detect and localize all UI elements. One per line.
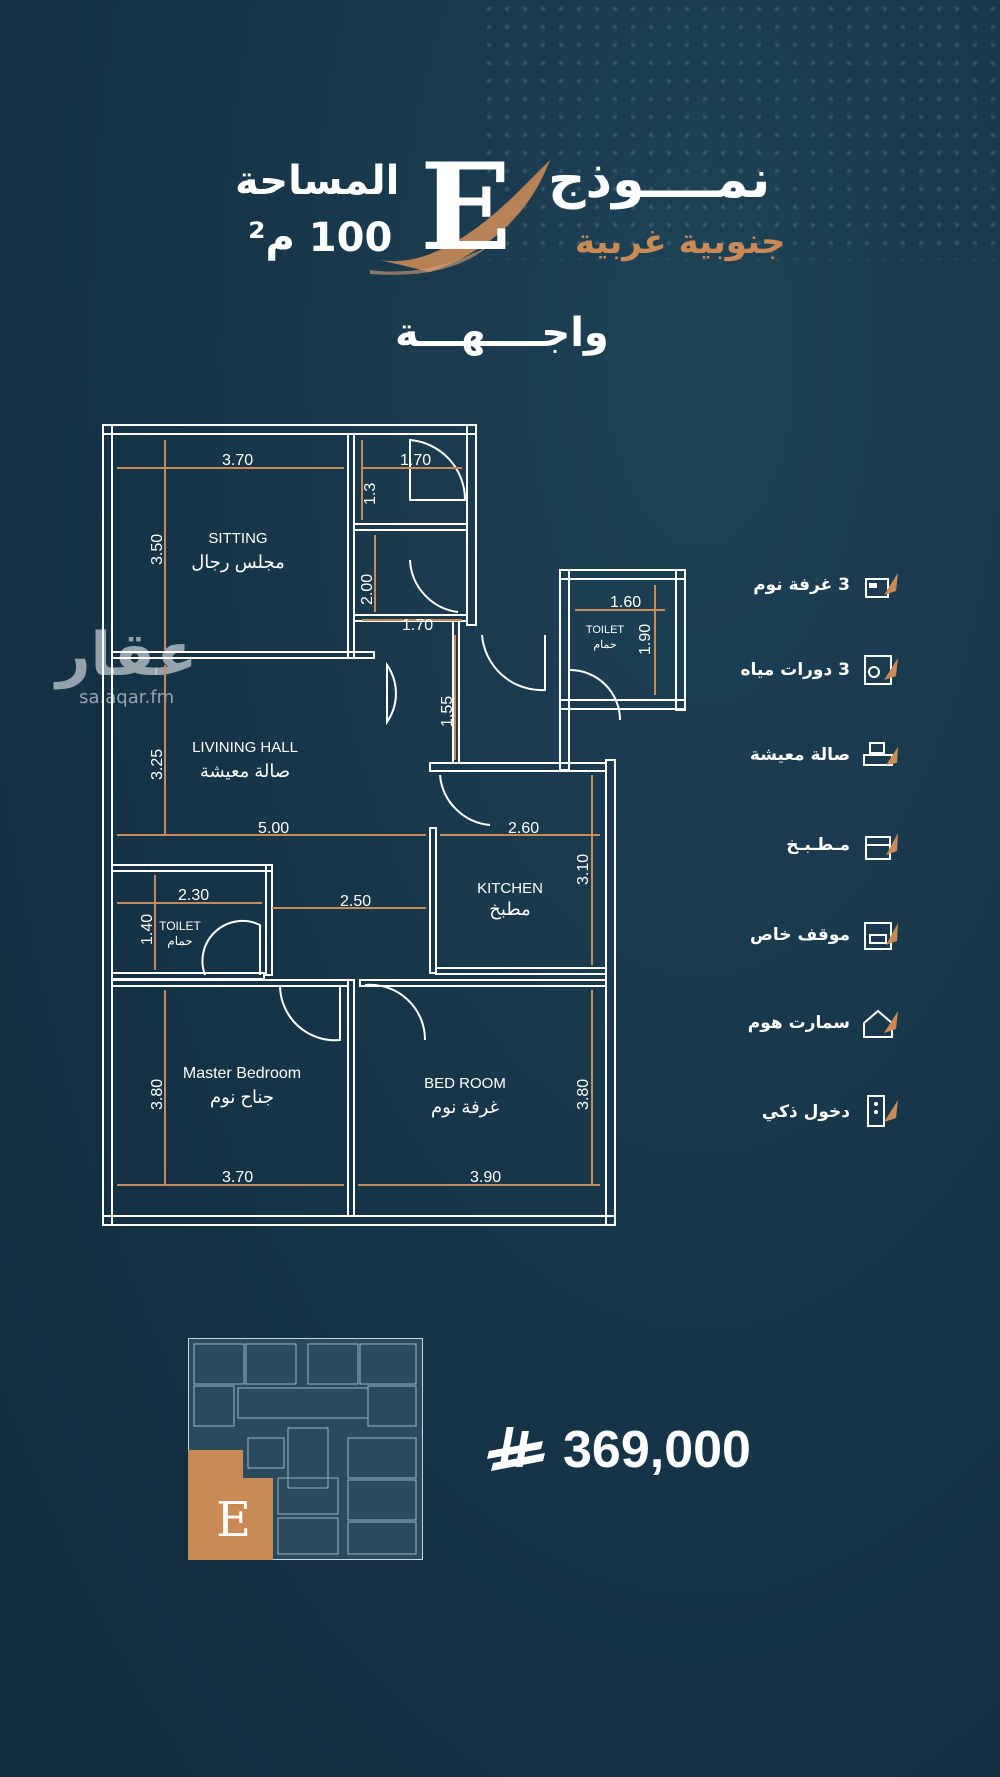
kitchen-icon	[865, 833, 898, 860]
price-value: 369,000	[563, 1421, 751, 1479]
model-word: نمــــوذج	[548, 150, 771, 210]
area-label: المساحة	[235, 158, 400, 204]
dim-label: 3.70	[222, 1169, 253, 1186]
feature-bedrooms: 3 غرفة نوم	[753, 565, 900, 605]
room-ar-label: صالة معيشة	[200, 761, 290, 781]
dim-label: 1.60	[610, 594, 641, 611]
smart-home-icon	[863, 1009, 898, 1038]
room-ar-label: حمام	[167, 934, 192, 948]
dim-label: 1.55	[439, 696, 456, 727]
dim-label: 2.00	[359, 574, 376, 605]
feature-smart-entry: دخول ذكي	[762, 1092, 900, 1132]
direction-label: جنوبية غربية	[575, 222, 786, 262]
room-ar-label: حمام	[593, 639, 616, 651]
room-ar-label: غرفة نوم	[431, 1097, 499, 1118]
room-en-label: TOILET	[159, 919, 201, 933]
room-ar-label: جناح نوم	[210, 1087, 274, 1108]
model-letter: E	[420, 137, 512, 278]
dim-label: 5.00	[258, 820, 289, 837]
room-en-label: KITCHEN	[477, 880, 543, 897]
bed-icon	[865, 573, 898, 598]
smart-entry-icon	[867, 1095, 898, 1127]
sofa-icon	[863, 742, 898, 766]
room-en-label: SITTING	[208, 530, 267, 547]
dim-label: 2.50	[340, 893, 371, 910]
feature-label: دخول ذكي	[761, 1102, 850, 1122]
feature-label: موقف خاص	[750, 925, 850, 945]
dim-label: 1.70	[402, 617, 433, 634]
room-en-label: TOILET	[586, 624, 625, 636]
dim-label: 3.90	[470, 1169, 501, 1186]
key-plan: E	[188, 1338, 423, 1560]
facade-label: واجــــهـــة	[395, 310, 609, 356]
dim-label: 3.80	[575, 1079, 592, 1110]
room-ar-label: مجلس رجال	[191, 552, 285, 573]
bathroom-icon	[864, 655, 898, 685]
room-en-label: LIVINING HALL	[192, 739, 298, 756]
feature-label: 3 غرفة نوم	[753, 575, 850, 595]
dim-label: 1.3	[362, 483, 379, 505]
dim-label: 1.70	[400, 452, 431, 469]
feature-parking: موقف خاص	[750, 915, 900, 955]
room-ar-label: مطبخ	[489, 899, 530, 920]
area-value: 100 م²	[248, 215, 393, 261]
room-en-label: Master Bedroom	[183, 1065, 301, 1082]
floor-plan: 3.70 1.70 1.3 3.50 2.00 1.70 1.60 1.90 1…	[117, 440, 665, 1186]
watermark-brand: عقار	[56, 620, 198, 690]
dim-label: 1.90	[637, 624, 654, 655]
feature-label: مـطـبـخ	[786, 835, 850, 855]
feature-label: صالة معيشة	[749, 745, 850, 765]
dim-label: 3.80	[149, 1079, 166, 1110]
dim-label: 3.10	[575, 854, 592, 885]
key-plan-letter: E	[216, 1492, 251, 1548]
dot-pattern	[480, 0, 1000, 260]
watermark: عقار sa.aqar.fm	[56, 625, 197, 708]
feature-living: صالة معيشة	[750, 735, 900, 775]
parking-icon	[864, 922, 898, 950]
feature-label: سمارت هوم	[747, 1013, 850, 1033]
swoosh-graphic	[370, 160, 550, 275]
price-block: 369,000	[485, 1420, 751, 1480]
dim-label: 3.70	[222, 452, 253, 469]
feature-bathrooms: 3 دورات مياه	[740, 650, 900, 690]
riyal-icon	[487, 1427, 545, 1471]
feature-smart-home: سمارت هوم	[748, 1003, 900, 1043]
feature-label: 3 دورات مياه	[740, 660, 850, 680]
dim-label: 3.50	[149, 534, 166, 565]
dim-label: 2.60	[508, 820, 539, 837]
dim-label: 1.40	[139, 914, 156, 945]
feature-kitchen: مـطـبـخ	[786, 825, 900, 865]
dim-label: 3.25	[149, 749, 166, 780]
room-en-label: BED ROOM	[424, 1075, 506, 1092]
dim-label: 2.30	[178, 887, 209, 904]
